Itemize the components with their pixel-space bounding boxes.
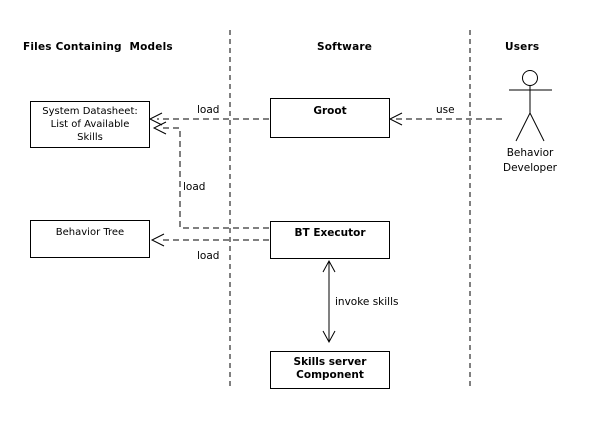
- node-skills-server-line2: Component: [296, 368, 364, 381]
- column-heading-software: Software: [317, 41, 373, 53]
- arrowhead-down-icon: [322, 330, 336, 344]
- load-groot-datasheet-label: load: [197, 104, 220, 116]
- node-behavior-tree: Behavior Tree: [30, 220, 150, 258]
- load-executor-datasheet-arrow: [152, 121, 269, 229]
- use-arrow: [388, 112, 502, 126]
- invoke-skills-label: invoke skills: [335, 296, 399, 308]
- node-behavior-tree-label: Behavior Tree: [55, 227, 125, 238]
- behavior-developer-label: Behavior Developer: [488, 146, 572, 176]
- invoke-skills-arrow: [322, 259, 336, 344]
- node-groot: Groot: [270, 98, 390, 138]
- node-system-datasheet-line2: List of Available: [50, 119, 130, 130]
- node-system-datasheet-line3: Skills: [77, 132, 103, 143]
- load-groot-datasheet-arrow: [148, 112, 269, 126]
- arrowhead-icon: [388, 112, 403, 126]
- arrowhead-icon: [148, 112, 163, 126]
- behavior-developer-actor-icon: [509, 70, 552, 142]
- behavior-developer-label-line1: Behavior: [506, 147, 554, 159]
- node-bt-executor: BT Executor: [270, 221, 390, 259]
- column-heading-users: Users: [505, 41, 540, 53]
- actor-head: [522, 70, 538, 86]
- arrowhead-icon: [150, 233, 165, 247]
- arrowhead-icon: [152, 121, 167, 135]
- column-heading-files-containing-models: Files Containing Models: [23, 41, 173, 53]
- load-executor-tree-arrow: [150, 233, 269, 247]
- node-system-datasheet: System Datasheet: List of Available Skil…: [30, 101, 150, 148]
- behavior-developer-label-line2: Developer: [502, 162, 557, 174]
- load-executor-tree-label: load: [197, 250, 220, 262]
- node-skills-server-line1: Skills server: [293, 356, 367, 368]
- arrowhead-up-icon: [322, 259, 336, 273]
- load-executor-datasheet-label: load: [183, 181, 206, 193]
- actor-right-leg: [529, 112, 545, 142]
- node-groot-label: Groot: [313, 105, 347, 117]
- actor-left-leg: [515, 112, 531, 142]
- node-skills-server-component: Skills server Component: [270, 351, 390, 389]
- node-bt-executor-label: BT Executor: [294, 227, 366, 239]
- node-system-datasheet-line1: System Datasheet:: [42, 106, 138, 117]
- use-label: use: [436, 104, 455, 116]
